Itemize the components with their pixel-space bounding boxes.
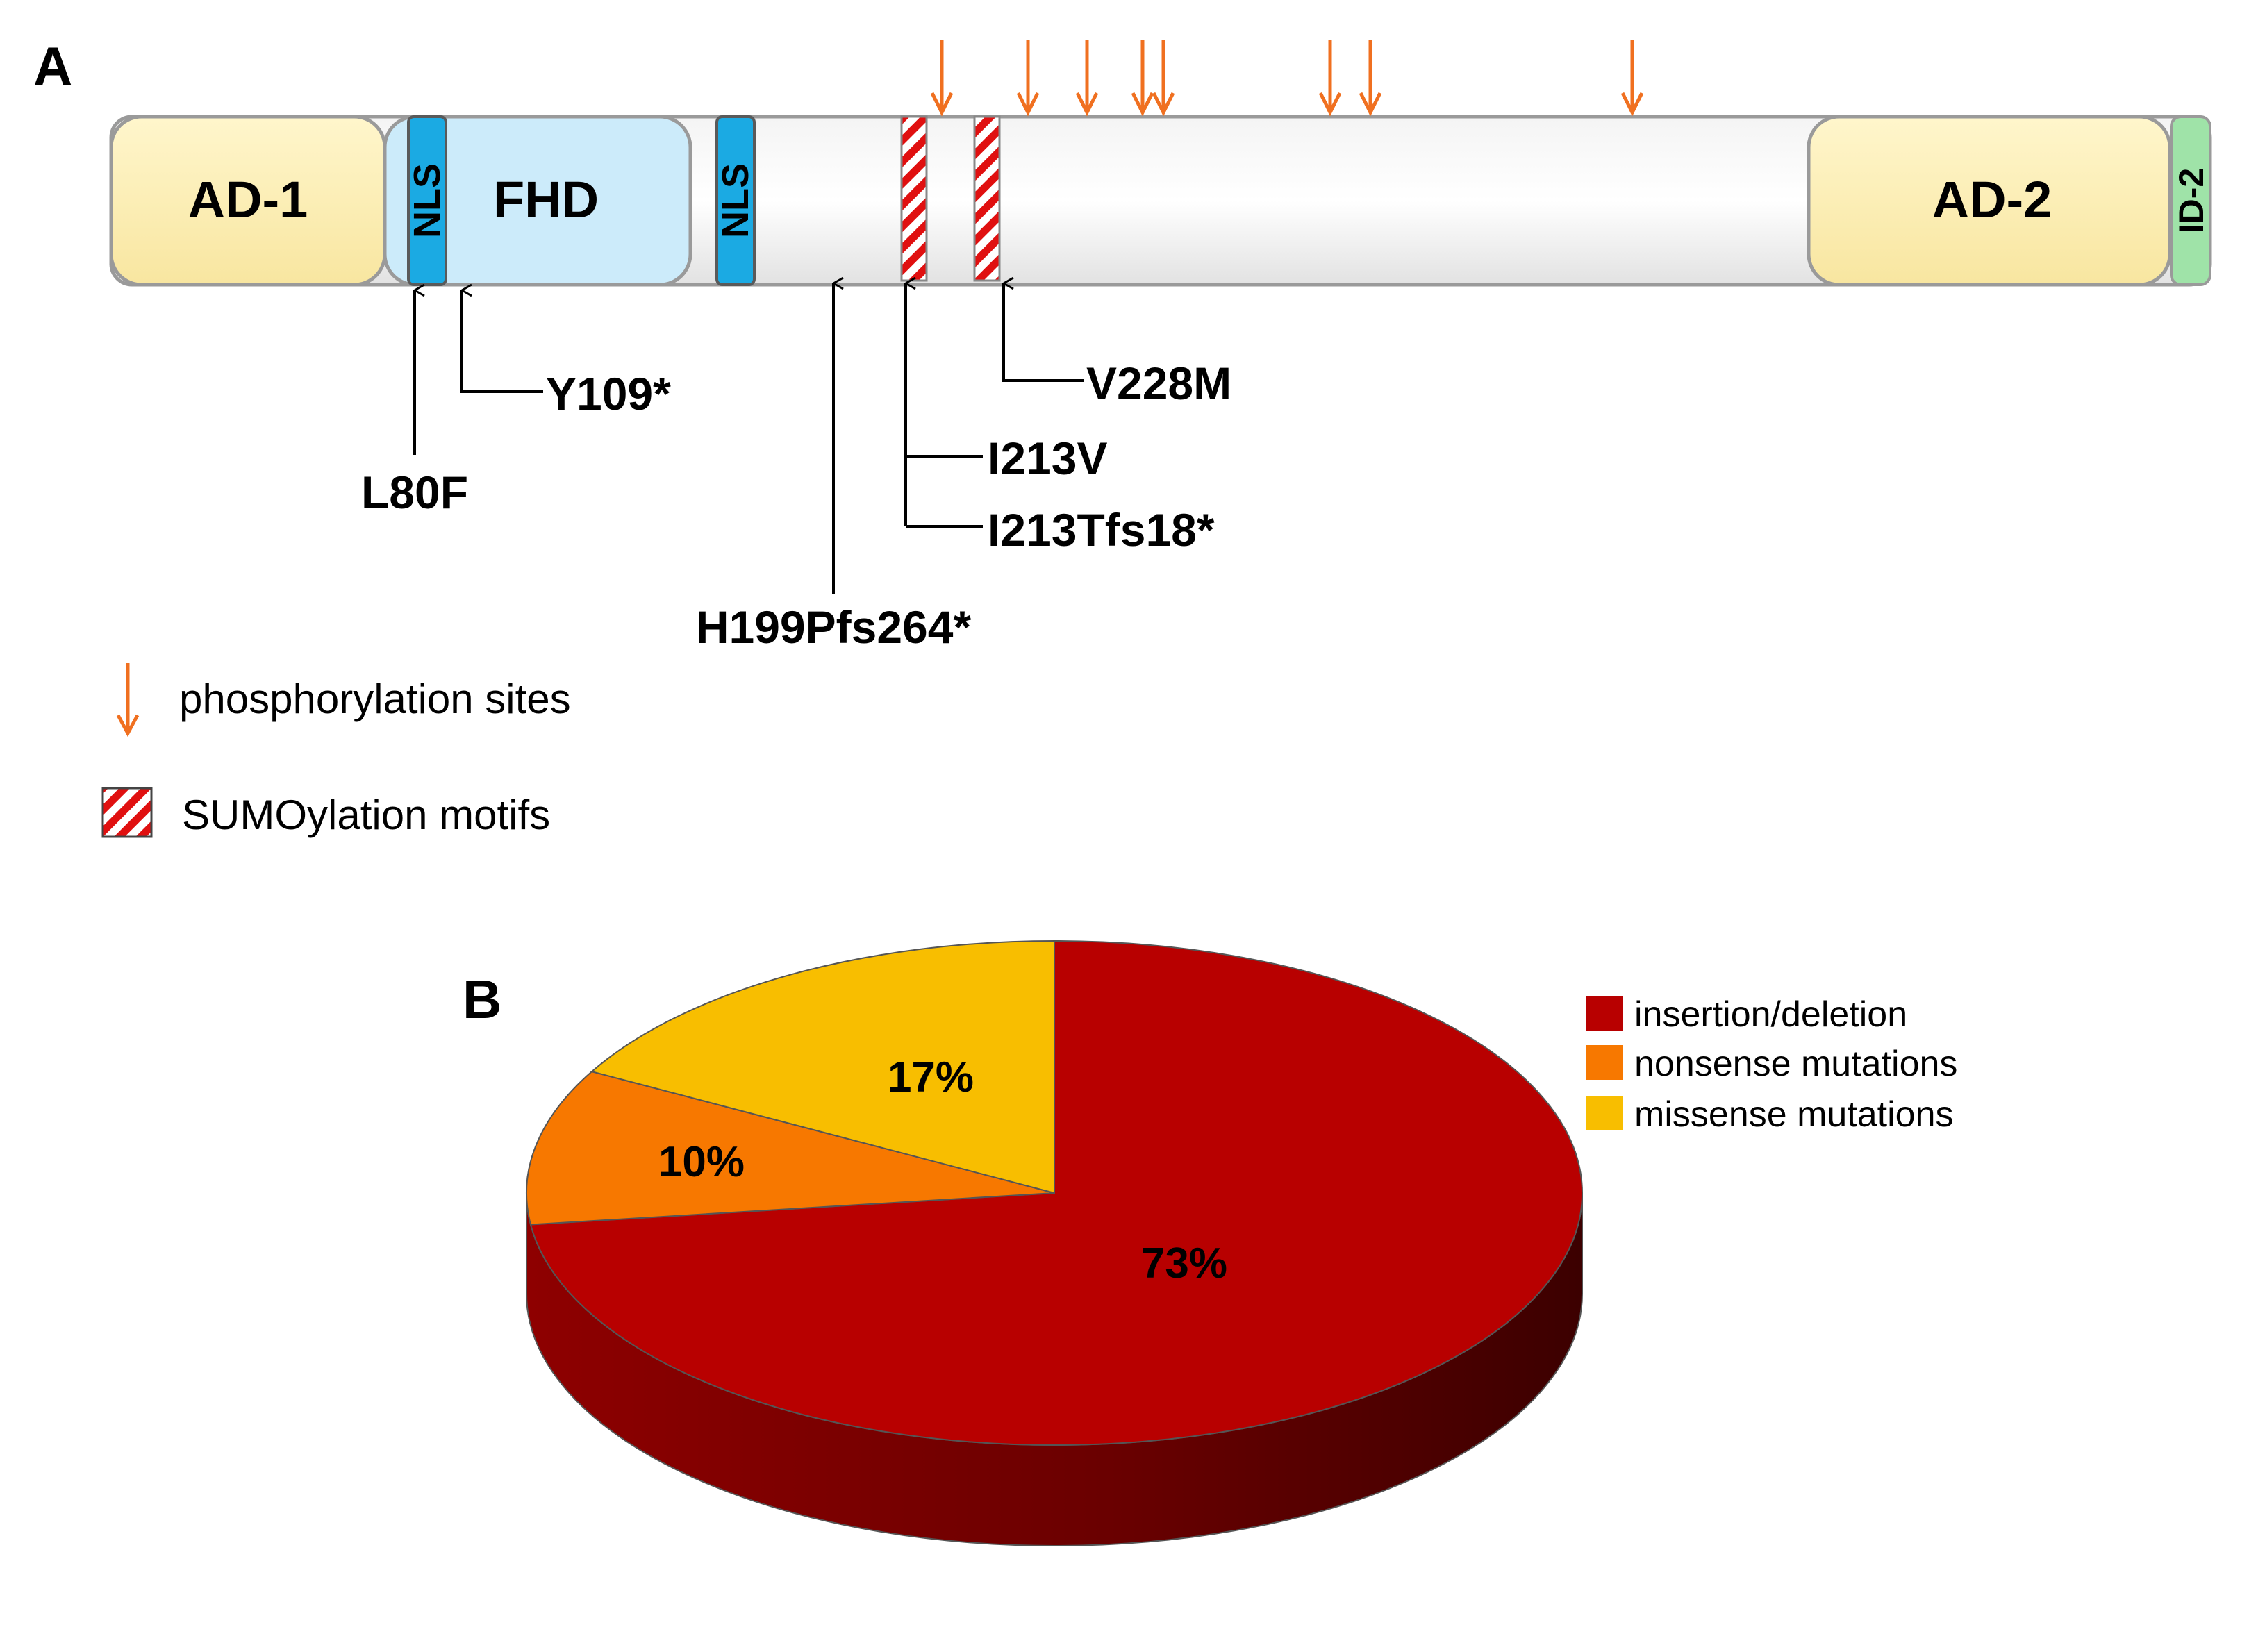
domain-fhd [383,115,692,287]
domain-fhd-label: FHD [493,171,599,228]
phospho-arrow-2 [1016,40,1040,117]
domain-nls-2-label: NLS [715,163,756,238]
mutation-label-y109: Y109* [546,368,671,419]
panel-b-label: B [463,969,501,1030]
phospho-arrow-1 [930,40,954,117]
domain-nls-1-label: NLS [406,163,448,238]
domain-ad1-label: AD-1 [188,171,308,228]
phospho-arrow-8 [1620,40,1644,117]
pie-slice-insertion-deletion [529,940,1583,1446]
pie-label-10: 10% [658,1138,745,1186]
pie-data-labels: 73% 10% 17% [658,1053,1227,1287]
pie-label-17: 17% [888,1053,974,1101]
phospho-arrow-4 [1131,40,1154,117]
mutation-label-h199: H199Pfs264* [696,601,972,653]
mutation-labels: L80F Y109* H199Pfs264* I213V I213Tfs18* … [361,358,1231,653]
domain-nls-1 [407,115,447,286]
legend-sumo-label: SUMOylation motifs [182,792,550,838]
phospho-arrow-7 [1359,40,1382,117]
pie-legend: insertion/deletion nonsense mutations miss… [1586,994,1957,1135]
legend-label-1: insertion/deletion [1634,994,1907,1035]
pie-slice-nonsense-mutations [526,1071,1055,1226]
phospho-arrow-6 [1318,40,1342,117]
pie-slice-missense-mutations [590,940,1055,1194]
domain-id2 [2170,115,2211,286]
domain-id2-label: ID-2 [2172,168,2211,233]
legend-phospho-label: phosphorylation sites [179,676,571,722]
mutation-label-i213v: I213V [988,433,1107,484]
phospho-arrow-3 [1075,40,1099,117]
legend-panel-a: phosphorylation sites SUMOylation motifs [101,663,571,838]
legend-swatch-2 [1586,1045,1623,1080]
protein-diagram: AD-1 FHD NLS NLS AD-2 ID-2 [109,115,2212,287]
phosphorylation-sites [930,40,1644,117]
legend-swatch-3 [1586,1096,1623,1130]
pie-label-73: 73% [1141,1240,1227,1287]
mutation-arrow-v228m [1002,276,1084,382]
mutation-arrow-y109 [460,283,543,393]
sumo-motif-1 [900,115,928,282]
legend-swatch-1 [1586,996,1623,1031]
legend-label-3: missense mutations [1634,1094,1954,1135]
legend-phospho-arrow-icon [116,663,140,737]
legend-label-2: nonsense mutations [1634,1044,1957,1084]
phospho-arrow-5 [1152,40,1175,117]
panel-a-label: A [33,35,72,97]
domain-nls-2 [715,115,756,286]
sumo-motif-2 [973,115,1001,282]
mutation-label-v228m: V228M [1086,358,1231,409]
domain-ad2-label: AD-2 [1932,171,2052,228]
mutation-label-i213tfs18: I213Tfs18* [988,504,1215,556]
mutation-label-l80f: L80F [361,467,468,518]
legend-sumo-icon [101,787,153,838]
pie-chart [526,940,1583,1546]
mutation-callouts [413,276,1084,594]
